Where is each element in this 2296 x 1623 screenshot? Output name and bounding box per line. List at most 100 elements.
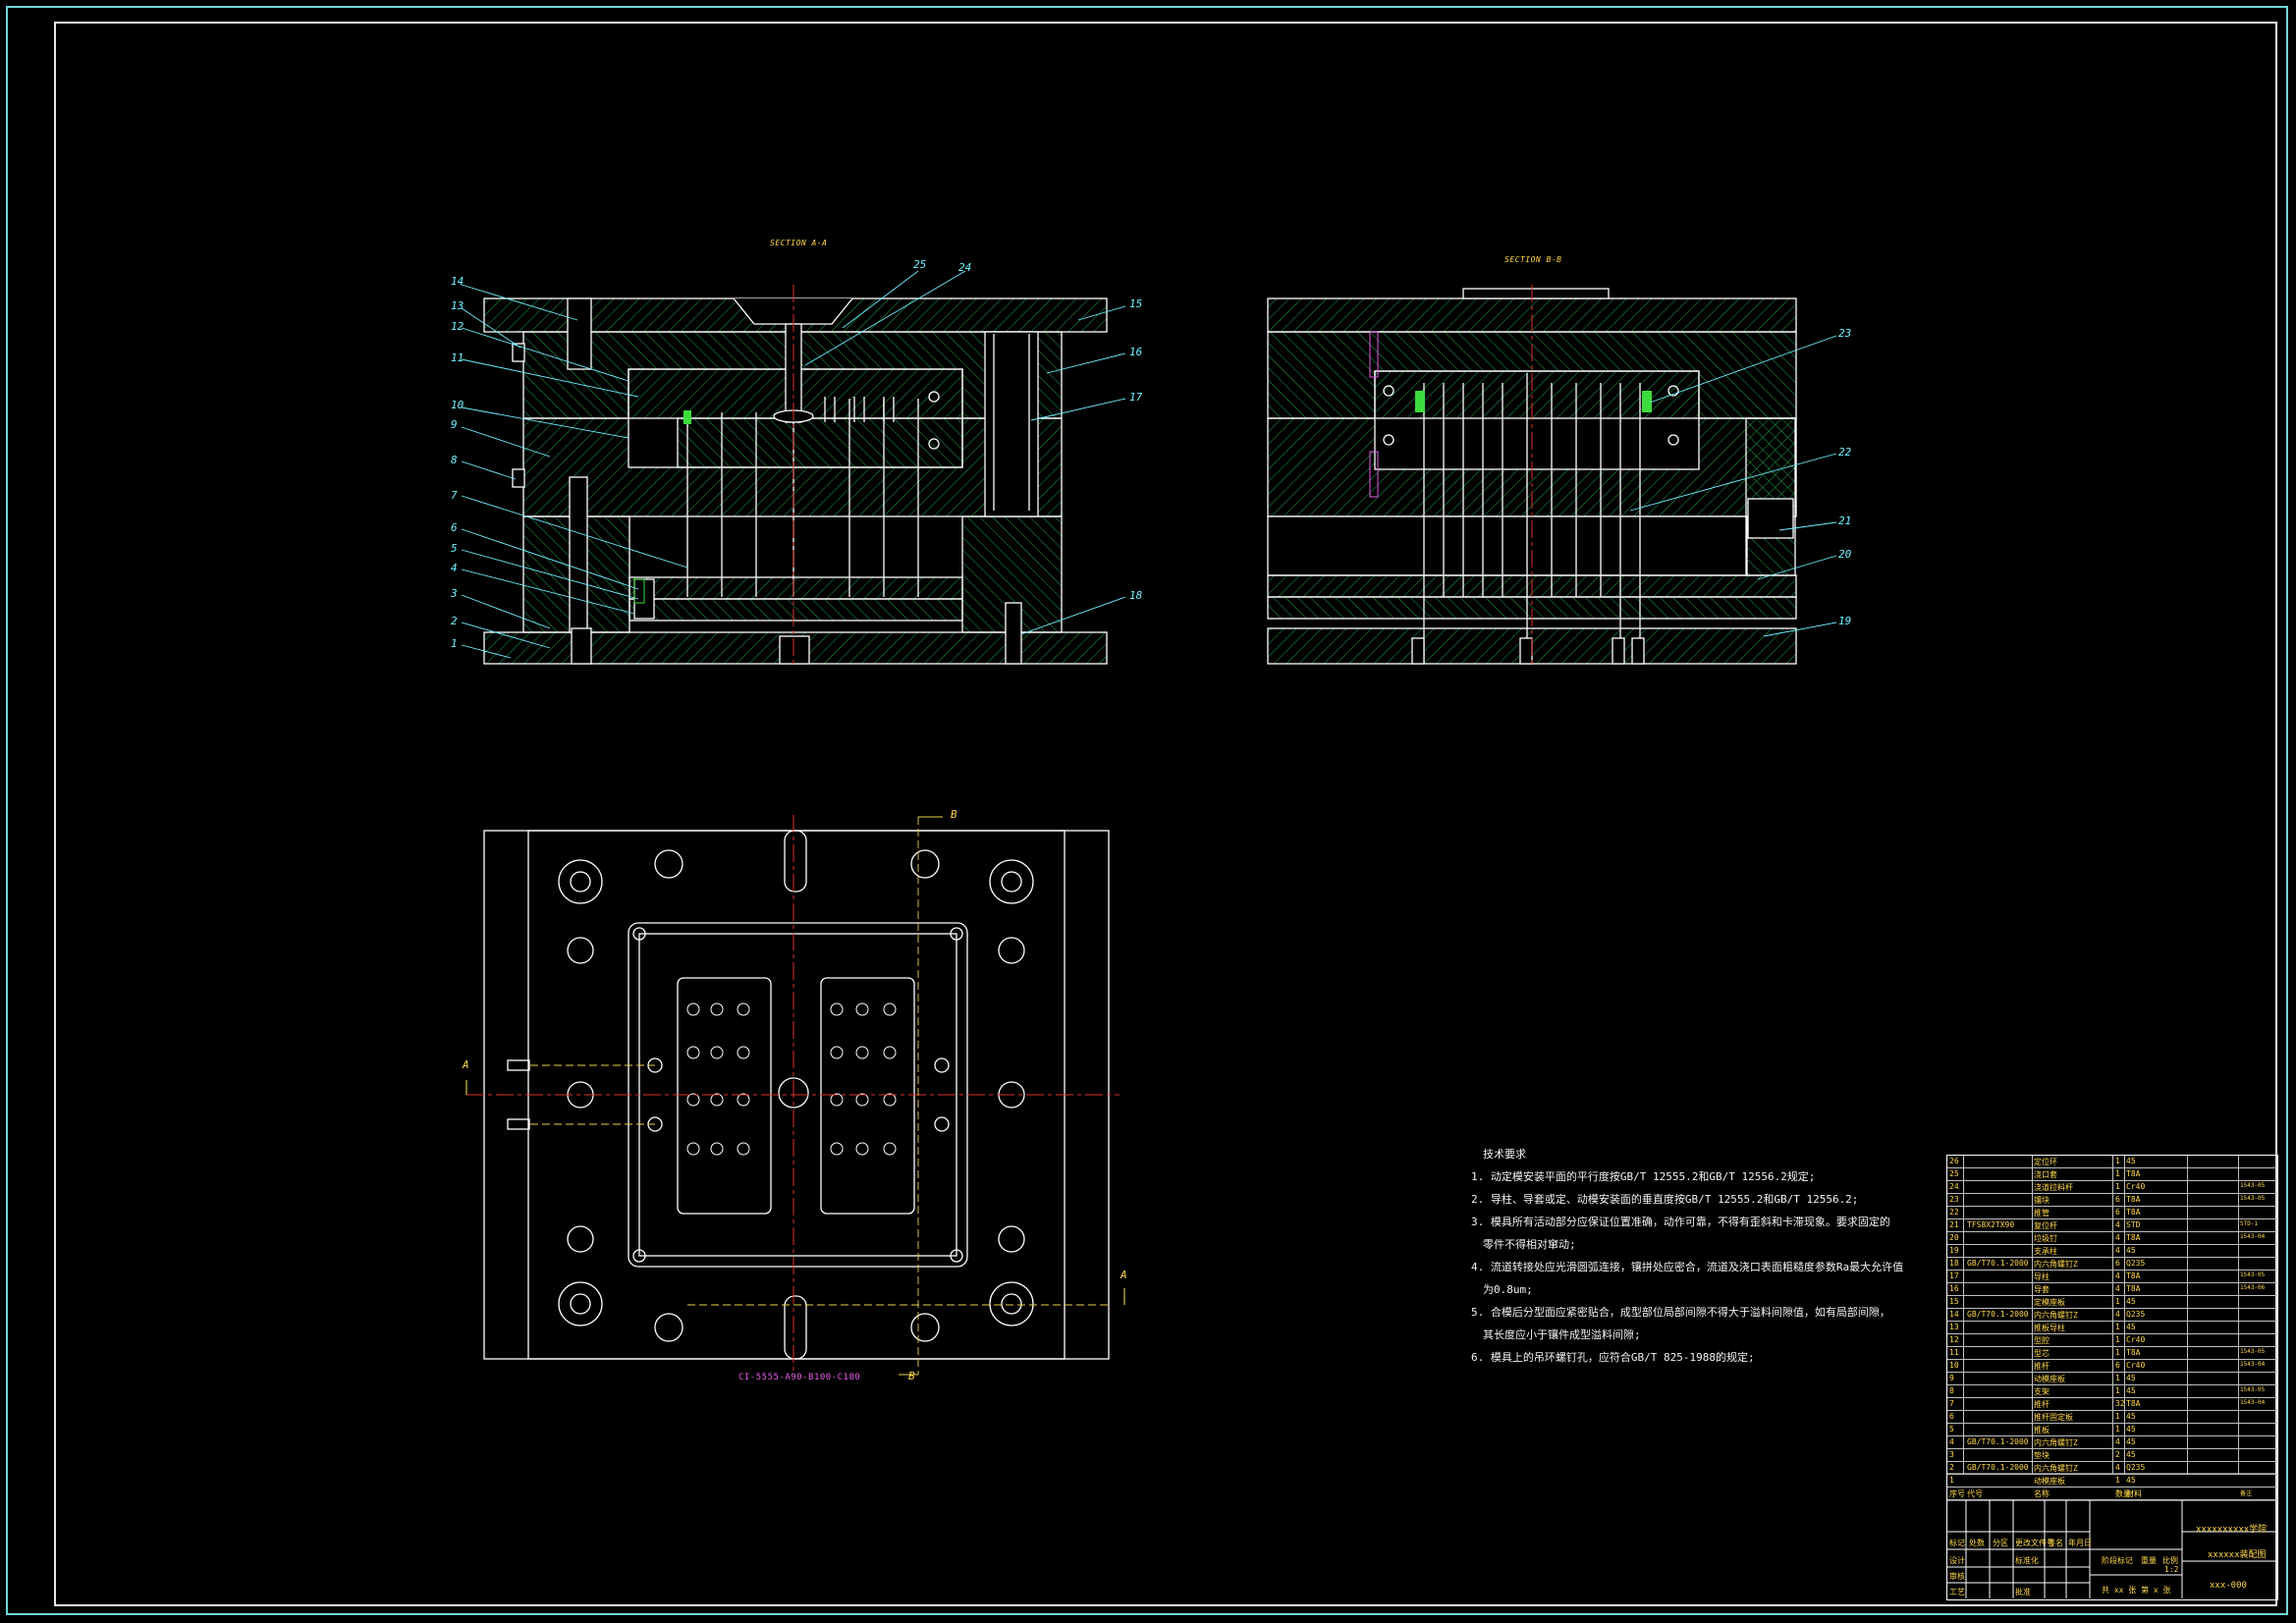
sign-mark: 标记 [1949, 1539, 1965, 1547]
sign-file: 更改文件号 [2015, 1539, 2054, 1547]
note-5a: 5. 合模后分型面应紧密贴合，成型部位局部间隙不得大于溢料间隙值，如有局部间隙， [1471, 1306, 1890, 1319]
notes-title: 技术要求 [1483, 1148, 1526, 1161]
approve-label: 批准 [2015, 1588, 2031, 1596]
note-6: 6. 模具上的吊环螺钉孔，应符合GB/T 825-1988的规定; [1471, 1351, 1755, 1364]
weight-label: 重量 [2141, 1556, 2157, 1565]
balloon-18: 18 [1129, 589, 1143, 602]
bom-header-row: 序号代号名称数量材料备注 [1947, 1488, 2277, 1500]
balloon-8: 8 [451, 454, 458, 466]
gate-marker [683, 410, 691, 424]
bom-col-div [2032, 1156, 2033, 1475]
plan-hidden-lines [530, 817, 1110, 1375]
balloon-16: 16 [1129, 346, 1143, 358]
std-label: 标准化 [2015, 1556, 2039, 1565]
note-3b: 零件不得相对窜动; [1483, 1238, 1576, 1251]
bb-magenta-part-left [1369, 331, 1379, 378]
return-pin-marker [633, 578, 645, 604]
balloon-20: 20 [1838, 548, 1852, 561]
arrow-b-top: B [951, 808, 957, 821]
note-3a: 3. 模具所有活动部分应保证位置准确，动作可靠，不得有歪斜和卡滞现象。要求固定的 [1471, 1216, 1890, 1228]
bb-magenta-part-left2 [1369, 451, 1379, 498]
section-aa-view [483, 298, 1108, 665]
school-name: xxxxxxxxxx学院 [2196, 1525, 2268, 1535]
balloon-7: 7 [451, 489, 458, 502]
balloon-6: 6 [451, 521, 458, 534]
stage-label: 阶段标记 [2102, 1556, 2133, 1565]
bb-leaders [1629, 335, 1837, 637]
technical-requirements: 技术要求 1. 动定模安装平面的平行度按GB/T 12555.2和GB/T 12… [1471, 1143, 1903, 1369]
sheet-outer-frame [6, 6, 2288, 1615]
balloon-21: 21 [1838, 514, 1852, 527]
bb-green-insert-left [1415, 391, 1425, 412]
balloon-19: 19 [1838, 615, 1852, 627]
design-label: 设计 [1949, 1556, 1965, 1565]
scale-value: 1:2 [2164, 1565, 2179, 1574]
balloon-1: 1 [451, 637, 458, 650]
section-aa-title: SECTION A-A [770, 239, 828, 247]
bom-col-div [2112, 1156, 2113, 1475]
plan-note: CI-5555-A90-B100-C180 [738, 1373, 861, 1382]
sign-count: 处数 [1969, 1539, 1985, 1547]
note-1: 1. 动定模安装平面的平行度按GB/T 12555.2和GB/T 12556.2… [1471, 1170, 1816, 1183]
balloon-15: 15 [1129, 298, 1143, 310]
process-label: 工艺 [1949, 1588, 1965, 1596]
balloon-3: 3 [451, 587, 458, 600]
bom-col-div [2187, 1156, 2188, 1475]
drawing-name: xxxxxx装配图 [2208, 1550, 2267, 1560]
balloon-10: 10 [451, 399, 465, 411]
balloon-4: 4 [451, 562, 458, 574]
balloon-14: 14 [451, 275, 465, 288]
arrow-b-bottom: B [908, 1370, 915, 1382]
bb-green-insert-right [1642, 391, 1652, 412]
plan-centerlines [466, 815, 1120, 1375]
sign-signature: 签名 [2048, 1539, 2063, 1547]
section-bb-title: SECTION B-B [1504, 255, 1562, 264]
balloon-11: 11 [451, 352, 465, 364]
arrow-a-right: A [1121, 1269, 1127, 1281]
bom-col-div [2238, 1156, 2239, 1475]
balloon-22: 22 [1838, 446, 1852, 459]
balloon-13: 13 [451, 299, 465, 312]
balloon-12: 12 [451, 320, 465, 333]
sign-zone: 分区 [1993, 1539, 2008, 1547]
ratio-label: 比例 [2162, 1556, 2178, 1565]
arrow-a-left: A [463, 1058, 469, 1071]
bom-col-div [2124, 1156, 2125, 1475]
sign-date: 年月日 [2068, 1539, 2092, 1547]
note-2: 2. 导柱、导套或定、动模安装面的垂直度按GB/T 12555.2和GB/T 1… [1471, 1193, 1859, 1206]
sheet-count: 共 xx 张 第 x 张 [2102, 1586, 2171, 1595]
drawing-number: xxx-000 [2210, 1581, 2247, 1591]
aa-leaders [461, 270, 1126, 659]
sheet-inner-frame [54, 22, 2277, 1606]
balloon-5: 5 [451, 542, 458, 555]
plan-cavity-features [686, 1002, 897, 1156]
note-5b: 其长度应小于镶件成型溢料间隙; [1483, 1328, 1641, 1341]
